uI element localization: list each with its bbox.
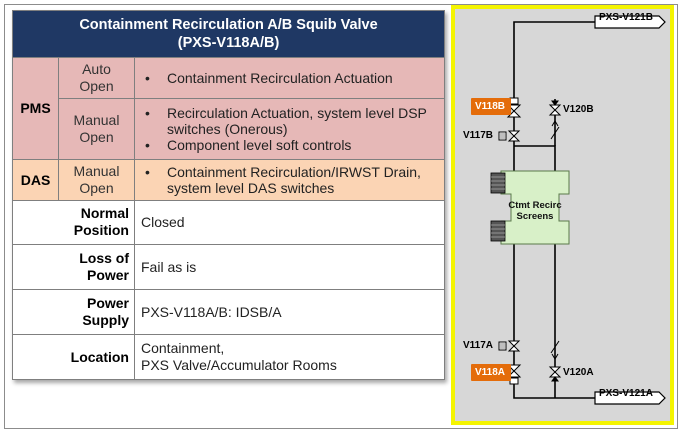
row-label: Power Supply — [12, 289, 135, 336]
das-desc: Containment Recirculation/IRWST Drain, s… — [133, 158, 446, 201]
pms-manual-desc: Recirculation Actuation, system level DS… — [133, 97, 446, 160]
pxs-v121a-label: PXS-V121A — [599, 388, 653, 399]
pxs-v121b-flag — [594, 15, 666, 29]
schematic-drawing — [490, 15, 666, 405]
mode-line: Open — [79, 179, 114, 196]
v118a-tag[interactable]: V118A — [471, 364, 511, 381]
label-line: Power — [86, 267, 129, 284]
mode-line: Auto — [82, 60, 111, 77]
das-row: DAS Manual Open Containment Recirculatio… — [12, 158, 446, 201]
row-value: PXS-V118A/B: IDSB/A — [133, 289, 446, 336]
value-line: Fail as is — [141, 258, 197, 275]
pms-auto-row: PMS Auto Open Containment Recirculation … — [12, 56, 446, 160]
recirc-schematic: PXS-V121B PXS-V121A V118B V117B V120B V1… — [451, 5, 674, 425]
v117a-valve-icon — [498, 340, 521, 352]
row-label: Location — [12, 334, 135, 380]
check-valve-b-icon — [550, 120, 560, 140]
pipe-b-left — [513, 21, 595, 171]
normal-position-row: Normal Position Closed — [12, 199, 446, 246]
row-value: Containment, PXS Valve/Accumulator Rooms — [133, 334, 446, 380]
mode-line: Manual — [73, 162, 120, 179]
mode-line: Open — [79, 128, 114, 145]
value-line: Closed — [141, 213, 185, 230]
v117b-tag: V117B — [463, 130, 494, 141]
pms-label: PMS — [12, 56, 59, 160]
table-header: Containment Recirculation A/B Squib Valv… — [11, 10, 446, 58]
v117b-valve-icon — [498, 130, 521, 142]
value-line: Containment, — [141, 340, 225, 357]
bullet-item: Containment Recirculation/IRWST Drain, s… — [145, 164, 438, 196]
screen-hatch-top — [490, 172, 506, 194]
v120b-tag: V120B — [563, 104, 594, 115]
row-value: Fail as is — [133, 244, 446, 291]
label-line: Power — [86, 295, 129, 312]
label-line: Position — [73, 222, 129, 239]
screens-label-line: Ctmt Recirc — [508, 200, 562, 211]
pms-manual-row: Manual Open Recirculation Actuation, sys… — [12, 97, 446, 160]
v120a-tag: V120A — [563, 367, 594, 378]
v118b-valve-icon — [506, 97, 522, 118]
check-valve-a-icon — [550, 340, 560, 360]
label-line: Location — [70, 348, 129, 365]
loss-of-power-row: Loss of Power Fail as is — [12, 244, 446, 291]
pms-auto-desc: Containment Recirculation Actuation — [133, 56, 446, 99]
value-line: PXS-V118A/B: IDSB/A — [141, 303, 282, 320]
screen-hatch-bottom — [490, 220, 506, 242]
row-label: Normal Position — [12, 199, 135, 246]
table-title: Containment Recirculation A/B Squib Valv… — [79, 16, 378, 33]
pipe-a-left — [513, 243, 595, 399]
bullet-item: Containment Recirculation Actuation — [145, 70, 438, 86]
label-line: Loss of — [79, 250, 129, 267]
bullet-item: Component level soft controls — [145, 137, 438, 153]
v120b-valve-icon — [548, 100, 562, 116]
v118b-tag[interactable]: V118B — [471, 98, 511, 115]
value-line: PXS Valve/Accumulator Rooms — [141, 357, 337, 374]
row-value: Closed — [133, 199, 446, 246]
screens-label: Ctmt Recirc Screens — [507, 200, 563, 222]
table-subtitle: (PXS-V118A/B) — [177, 34, 280, 51]
screens-body — [500, 170, 570, 245]
mode-line: Open — [79, 77, 114, 94]
label-line: Supply — [82, 312, 129, 329]
pxs-v121b-label: PXS-V121B — [599, 12, 653, 23]
bullet-item: Recirculation Actuation, system level DS… — [145, 105, 438, 137]
mode-line: Manual — [73, 111, 120, 128]
valve-info-table: Containment Recirculation A/B Squib Valv… — [11, 10, 446, 380]
power-supply-row: Power Supply PXS-V118A/B: IDSB/A — [12, 289, 446, 336]
v117a-tag: V117A — [463, 340, 494, 351]
das-label: DAS — [12, 158, 59, 201]
location-row: Location Containment, PXS Valve/Accumula… — [12, 334, 446, 380]
pxs-v121a-flag — [594, 391, 666, 405]
label-line: Normal — [80, 205, 129, 222]
das-mode: Manual Open — [58, 158, 135, 201]
screens-label-line: Screens — [516, 211, 554, 222]
pipe-b-right — [514, 145, 556, 171]
v120a-valve-icon — [548, 366, 562, 382]
pms-manual-mode: Manual Open — [58, 97, 135, 160]
pms-auto-mode: Auto Open — [58, 56, 135, 99]
row-label: Loss of Power — [12, 244, 135, 291]
